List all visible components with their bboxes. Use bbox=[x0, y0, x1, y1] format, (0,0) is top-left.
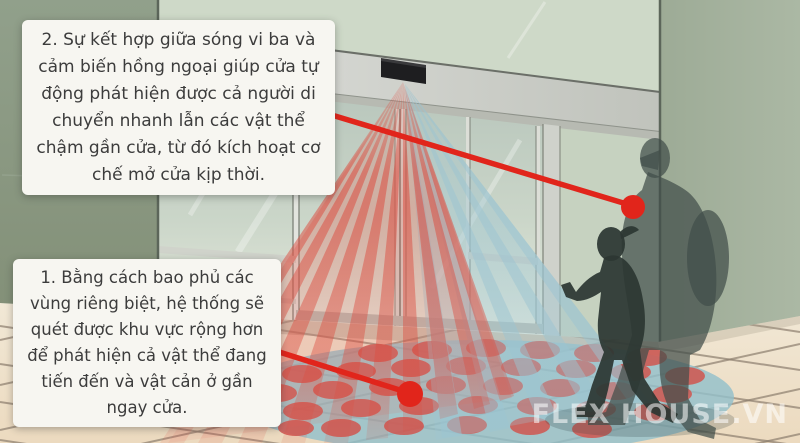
callout-box-2: 2. Sự kết hợp giữa sóng vi ba và cảm biế… bbox=[22, 20, 335, 195]
callout-text-2: 2. Sự kết hợp giữa sóng vi ba và cảm biế… bbox=[36, 29, 321, 185]
motion-sensor bbox=[381, 58, 426, 84]
annotations bbox=[273, 113, 645, 407]
callout-endpoint-dot-2 bbox=[621, 195, 645, 219]
callout-endpoint-dot-1 bbox=[397, 381, 423, 407]
child-silhouette bbox=[561, 226, 678, 423]
pedestrians bbox=[545, 138, 735, 439]
callout-line-2 bbox=[332, 113, 633, 208]
watermark: FLEX HOUSE.VN bbox=[531, 399, 788, 430]
adult-silhouette bbox=[588, 138, 729, 439]
callout-box-1: 1. Bằng cách bao phủ các vùng riêng biệt… bbox=[13, 259, 281, 427]
callout-text-1: 1. Bằng cách bao phủ các vùng riêng biệt… bbox=[27, 268, 267, 417]
callout-line-1 bbox=[273, 348, 409, 395]
